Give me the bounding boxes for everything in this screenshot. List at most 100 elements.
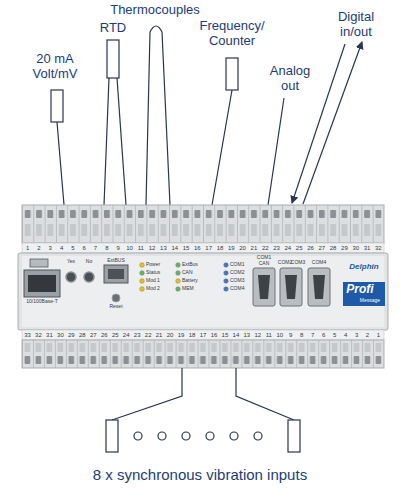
- led-label: Status: [146, 270, 160, 276]
- panel-label: Yes: [67, 259, 75, 265]
- terminal-number: 18: [217, 245, 224, 252]
- terminal-number: 10: [276, 332, 283, 339]
- led-label: Power: [146, 262, 160, 268]
- ethernet-port: [24, 270, 60, 297]
- status-led: [176, 263, 181, 268]
- terminal-number: 12: [149, 245, 156, 252]
- status-led: [140, 263, 145, 268]
- resistor-symbol: [107, 40, 119, 78]
- dsub-connectors: [253, 268, 330, 306]
- terminal-number: 1: [26, 245, 29, 252]
- panel-label: 10/100Base-T: [26, 299, 57, 305]
- port-label: COM3: [291, 260, 305, 266]
- signal-label: RTD: [93, 21, 133, 36]
- led-label: ExtBus: [182, 262, 198, 268]
- terminal-number: 13: [244, 332, 251, 339]
- terminal-number: 6: [83, 245, 86, 252]
- push-button: [84, 272, 94, 282]
- terminal-number: 2: [366, 332, 369, 339]
- terminal-number: 1: [377, 332, 380, 339]
- ethernet-socket: [28, 275, 56, 292]
- led-label: Mod 2: [146, 286, 160, 292]
- led-label: COM1: [230, 262, 244, 268]
- terminal-number: 27: [318, 245, 325, 252]
- terminal-number: 17: [205, 245, 212, 252]
- ellipsis-dot: [134, 432, 142, 440]
- com-led: [224, 271, 229, 276]
- terminal-number: 7: [94, 245, 97, 252]
- terminal-number: 5: [71, 245, 74, 252]
- terminal-number: 6: [322, 332, 325, 339]
- terminal-number: 16: [211, 332, 218, 339]
- led-label: Mod 1: [146, 278, 160, 284]
- panel-label: Reset: [109, 304, 122, 310]
- terminal-number: 3: [355, 332, 358, 339]
- frequency-wire: [212, 90, 232, 205]
- current-wire: [57, 122, 64, 205]
- terminal-number: 24: [285, 245, 292, 252]
- terminal-number: 10: [126, 245, 133, 252]
- dsub-shell: [253, 268, 275, 306]
- terminal-number: 32: [35, 332, 42, 339]
- port-label: COM2: [278, 260, 292, 266]
- terminal-strip: [22, 340, 384, 368]
- terminal-number: 19: [178, 332, 185, 339]
- vibration-wiring: [112, 368, 294, 420]
- terminal-number: 32: [375, 245, 382, 252]
- terminal-number: 9: [116, 245, 119, 252]
- terminal-number: 19: [228, 245, 235, 252]
- terminal-number: 20: [167, 332, 174, 339]
- sensor-symbols: [51, 40, 238, 122]
- terminal-number: 29: [68, 332, 75, 339]
- terminal-number: 23: [134, 332, 141, 339]
- device-housing: [18, 253, 388, 330]
- terminal-number: 11: [138, 245, 144, 252]
- number-strip: [22, 243, 384, 253]
- extbus-connector: [104, 265, 128, 283]
- resistor-symbol: [288, 420, 300, 452]
- led-label: COM2: [230, 270, 244, 276]
- thermocouple-wire: [146, 26, 170, 205]
- terminal-number: 2: [37, 245, 40, 252]
- signal-label: Digital in/out: [330, 10, 382, 40]
- logo-text: Profi: [346, 283, 373, 297]
- terminal-number: 11: [266, 332, 272, 339]
- terminal-number: 20: [239, 245, 246, 252]
- led-label: COM3: [230, 278, 244, 284]
- terminal-number: 4: [344, 332, 347, 339]
- terminal-number: 31: [364, 245, 371, 252]
- terminal-number: 4: [60, 245, 63, 252]
- ellipsis-dot: [182, 432, 190, 440]
- terminal-number: 14: [171, 245, 178, 252]
- terminal-number: 22: [262, 245, 269, 252]
- terminal-number: 8: [105, 245, 108, 252]
- dsub-shell: [280, 268, 302, 306]
- port-label: COM4: [312, 260, 326, 266]
- terminal-number: 14: [233, 332, 240, 339]
- com-led: [224, 263, 229, 268]
- terminal-number: 23: [273, 245, 280, 252]
- ellipsis-dot: [230, 432, 238, 440]
- terminal-number: 17: [200, 332, 207, 339]
- digital-wire: [303, 42, 362, 204]
- dsub-socket: [285, 275, 297, 299]
- led-label: MEM: [182, 286, 194, 292]
- status-led: [176, 287, 181, 292]
- terminal-number: 22: [145, 332, 152, 339]
- usb-port: [30, 259, 48, 267]
- terminal-number: 7: [311, 332, 314, 339]
- panel-label: ExtBUS: [107, 258, 125, 264]
- com-led: [224, 287, 229, 292]
- rtd-wire: [104, 78, 109, 205]
- status-led: [176, 279, 181, 284]
- terminal-number: 25: [296, 245, 303, 252]
- com-led: [224, 279, 229, 284]
- terminal-number: 8: [300, 332, 303, 339]
- signal-label: Analog out: [265, 64, 315, 94]
- terminal-number: 5: [333, 332, 336, 339]
- terminal-number: 16: [194, 245, 201, 252]
- vibration-sensors: [106, 420, 300, 452]
- terminal-number: 3: [49, 245, 52, 252]
- vibration-wire: [236, 368, 294, 420]
- extbus-socket: [108, 269, 124, 279]
